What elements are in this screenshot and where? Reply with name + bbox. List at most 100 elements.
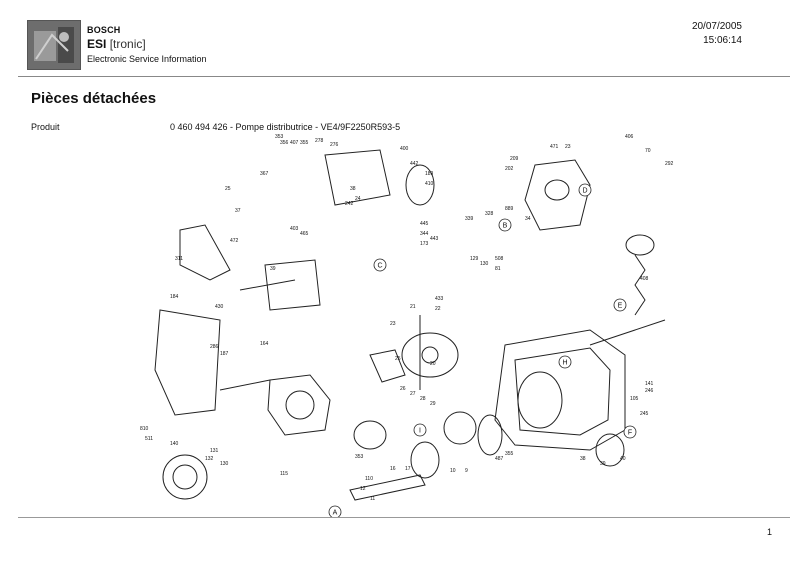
part-number-label: 245 <box>640 411 649 417</box>
svg-text:E: E <box>618 303 623 310</box>
cam-plate-hub <box>421 346 439 364</box>
part-number-label: 20 <box>430 361 436 367</box>
part-number-label: 12 <box>360 486 366 492</box>
cam-plate <box>401 332 459 378</box>
screw-row <box>219 379 271 391</box>
part-number-label: 445 <box>420 221 429 227</box>
callout-letter-f: F <box>623 425 637 439</box>
part-number-label: 26 <box>400 386 406 392</box>
part-number-label: 27 <box>410 391 416 397</box>
pump-head <box>267 374 331 436</box>
part-number-label: 130 <box>220 461 229 467</box>
part-number-label: 81 <box>495 266 501 272</box>
part-number-label: 465 <box>300 231 309 237</box>
part-number-label: 16 <box>390 466 396 472</box>
part-number-label: 367 <box>260 171 269 177</box>
bracket-left <box>154 309 221 416</box>
part-number-label: 11 <box>370 496 375 502</box>
part-number-label: 511 <box>145 436 153 442</box>
part-number-label: 39 <box>600 461 606 467</box>
part-number-label: 21 <box>410 304 416 310</box>
part-number-label: 355 <box>505 451 514 457</box>
roller-cluster <box>369 349 406 383</box>
part-number-label: 37 <box>235 208 241 214</box>
part-number-label: 9 <box>465 468 468 474</box>
part-number-label: 407 <box>290 140 299 146</box>
callout-letter-b: B <box>498 218 512 232</box>
footer-divider <box>18 517 790 518</box>
part-number-label: 34 <box>525 216 531 222</box>
svg-text:A: A <box>333 510 338 517</box>
screw-row-2 <box>239 279 296 291</box>
drive-gear <box>410 441 440 479</box>
drive-shaft <box>349 474 426 501</box>
part-number-label: 355 <box>300 140 309 146</box>
part-number-label: 430 <box>215 304 224 310</box>
part-number-label: 25 <box>395 356 401 362</box>
part-number-label: 164 <box>260 341 269 347</box>
part-number-label: 471 <box>550 144 559 150</box>
part-number-label: 339 <box>465 216 474 222</box>
part-number-label: 508 <box>495 256 504 262</box>
esi-subtitle: Electronic Service Information <box>87 54 207 64</box>
brand-name: BOSCH <box>87 25 121 35</box>
callout-letter-i: I <box>413 423 427 437</box>
seal-ring <box>162 454 208 500</box>
svg-text:B: B <box>503 223 508 230</box>
part-number-label: 410 <box>425 181 434 187</box>
page-title: Pièces détachées <box>31 90 157 107</box>
part-number-label: 344 <box>420 231 429 237</box>
part-number-label: 276 <box>330 142 339 148</box>
page-number: 1 <box>766 527 772 537</box>
head-bore <box>285 390 315 420</box>
solenoid-block <box>264 259 321 311</box>
part-number-label: 140 <box>170 441 179 447</box>
part-number-label: 443 <box>430 236 439 242</box>
part-number-label: 187 <box>220 351 229 357</box>
part-number-label: 23 <box>565 144 571 150</box>
pump-housing-detail <box>514 347 611 436</box>
part-number-label: 110 <box>365 476 373 482</box>
esi-bracket: [tronic] <box>109 37 146 51</box>
valve-sleeve <box>405 164 435 206</box>
part-number-label: 408 <box>640 276 649 282</box>
timer-piston <box>625 234 655 256</box>
svg-text:C: C <box>377 263 382 270</box>
esi-main: ESI <box>87 37 107 51</box>
header-divider <box>18 76 790 77</box>
svg-text:H: H <box>562 360 567 367</box>
part-number-label: 209 <box>510 156 519 162</box>
part-number-label: 328 <box>485 211 494 217</box>
housing-bore <box>517 371 563 429</box>
part-number-label: 353 <box>355 454 364 460</box>
part-number-label: 22 <box>435 306 441 312</box>
part-number-label: 433 <box>435 296 444 302</box>
part-number-label: 311 <box>175 256 183 262</box>
lever-top-left <box>179 224 231 281</box>
svg-text:F: F <box>628 430 632 437</box>
product-label: Produit <box>31 122 60 132</box>
part-number-label: 115 <box>280 471 288 477</box>
part-number-label: 286 <box>210 344 219 350</box>
part-number-label: 131 <box>210 448 219 454</box>
part-number-label: 810 <box>140 426 149 432</box>
part-number-label: 292 <box>665 161 674 167</box>
part-number-label: 129 <box>470 256 479 262</box>
callout-letter-d: D <box>578 183 592 197</box>
print-date: 20/07/2005 <box>691 21 742 32</box>
part-number-label: 29 <box>430 401 436 407</box>
part-number-label: 278 <box>315 138 324 144</box>
part-number-label: 406 <box>625 134 634 140</box>
part-number-label: 141 <box>645 381 654 387</box>
esi-logo <box>27 20 81 70</box>
part-number-label: 10 <box>450 468 456 474</box>
long-shaft <box>589 319 666 346</box>
part-number-label: 28 <box>420 396 426 402</box>
pin-ring <box>595 433 625 467</box>
svg-text:D: D <box>582 188 587 195</box>
part-number-label: 184 <box>170 294 179 300</box>
part-number-label: 38 <box>350 186 356 192</box>
part-number-label: 400 <box>400 146 409 152</box>
cover-bore <box>544 179 570 201</box>
